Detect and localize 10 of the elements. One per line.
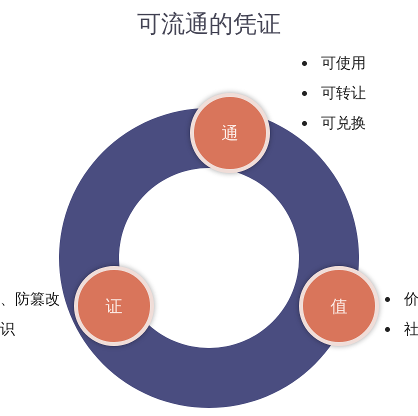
node-label: 通 [222,122,238,144]
node-label: 值 [330,296,348,318]
bullet-text: 可转让 [321,84,366,103]
bullet-text: 识 [0,320,15,339]
title: 可流通的凭证 [136,9,282,40]
bullet-text: 可使用 [321,54,366,73]
bullet-text: 可兑换 [321,114,366,133]
bullet-text: 、防篡改 [0,290,60,309]
node-circle [190,93,270,173]
node-label: 证 [106,296,122,318]
